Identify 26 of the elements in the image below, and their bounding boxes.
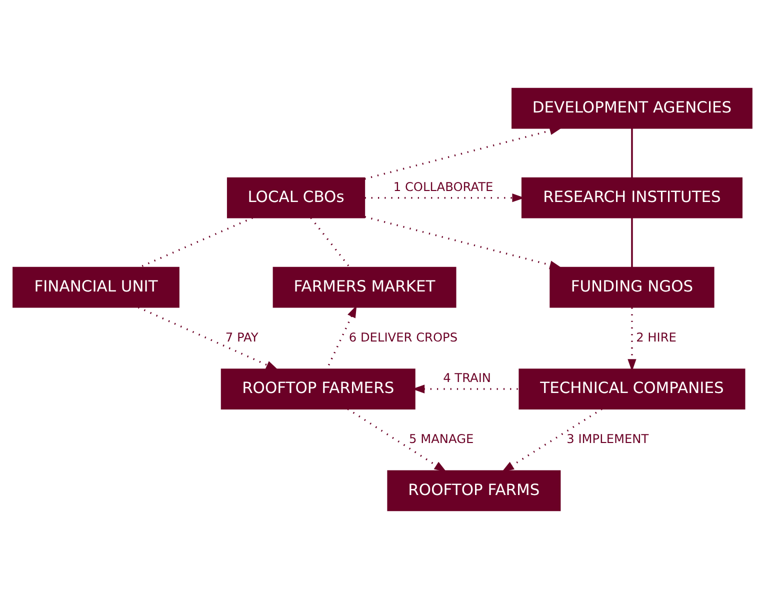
- node-box: LOCAL CBOs: [226, 176, 366, 218]
- edge-label: 7 PAY: [225, 330, 258, 344]
- edge-label: 4 TRAIN: [443, 370, 492, 385]
- arrow: [364, 215, 562, 269]
- node-box: FUNDING NGOS: [550, 266, 714, 308]
- arrow: [412, 384, 520, 393]
- edge-label: 6 DELIVER CROPS: [348, 330, 458, 344]
- node-box: RESEARCH INSTITUTES: [521, 176, 742, 218]
- arrow: [502, 408, 602, 472]
- node-box: TECHNICAL COMPANIES: [518, 368, 746, 409]
- node-box: ROOFTOP FARMERS: [220, 368, 416, 409]
- arrow: [628, 307, 636, 371]
- edge-label: 1 COLLABORATE: [393, 179, 494, 194]
- node-box: ROOFTOP FARMS: [387, 470, 561, 511]
- node-box: DEVELOPMENT AGENCIES: [512, 87, 752, 128]
- connector: [631, 128, 633, 178]
- edge-label: 5 MANAGE: [409, 431, 474, 446]
- node-box: FINANCIAL UNIT: [12, 266, 180, 308]
- arrow: [364, 126, 562, 180]
- edge-label: 3 IMPLEMENT: [566, 431, 649, 446]
- edge-label: 2 HIRE: [636, 330, 676, 344]
- node-box: FARMERS MARKET: [272, 266, 456, 308]
- arrow: [347, 408, 447, 472]
- arrow: [138, 306, 278, 370]
- connector: [631, 217, 633, 267]
- connector: [310, 216, 350, 268]
